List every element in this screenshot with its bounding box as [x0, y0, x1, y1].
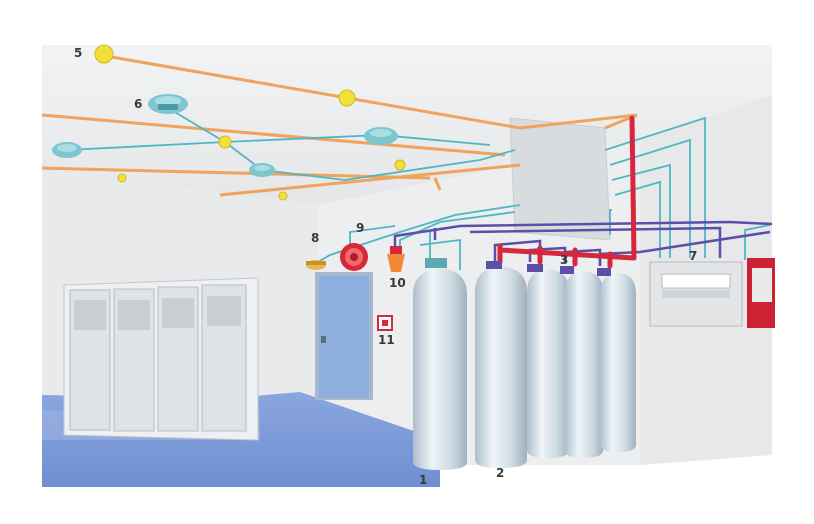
- cylinder-4: [565, 271, 603, 458]
- smoke-detector-icon: [364, 127, 398, 145]
- smoke-detector-icon: [52, 142, 82, 158]
- label-valve-3: 3: [560, 254, 568, 266]
- manual-call-point-icon: [378, 316, 392, 330]
- ceiling-duct: [510, 118, 610, 240]
- smoke-detector-icon: [249, 163, 275, 177]
- server-cabinet: [64, 278, 258, 440]
- cylinder-valve-4: [560, 266, 574, 274]
- label-detector-6: 6: [134, 98, 142, 110]
- cylinder-2: [475, 266, 527, 468]
- smoke-detector-icon: [148, 94, 188, 114]
- label-strobe-10: 10: [389, 277, 406, 289]
- label-cylinder-2: 2: [496, 467, 504, 479]
- cylinder-valve-3: [527, 264, 543, 272]
- label-sensor-5: 5: [74, 47, 82, 59]
- control-panel: [650, 258, 775, 328]
- cylinder-1: [413, 268, 467, 470]
- cylinder-5: [600, 273, 636, 452]
- cylinder-valve-5: [597, 268, 611, 276]
- bell-icon: [340, 243, 368, 271]
- cylinder-valve-2: [486, 261, 502, 269]
- agent-cylinders: [413, 258, 636, 470]
- door: [315, 272, 373, 400]
- cylinder-3: [527, 269, 569, 458]
- label-bell-9: 9: [356, 222, 364, 234]
- label-cylinder-1: 1: [419, 474, 427, 486]
- cylinder-valve-1: [425, 258, 447, 268]
- label-panel-7: 7: [689, 250, 697, 262]
- sounder-icon: [306, 260, 326, 270]
- label-button-11: 11: [378, 334, 395, 346]
- label-sounder-8: 8: [311, 232, 319, 244]
